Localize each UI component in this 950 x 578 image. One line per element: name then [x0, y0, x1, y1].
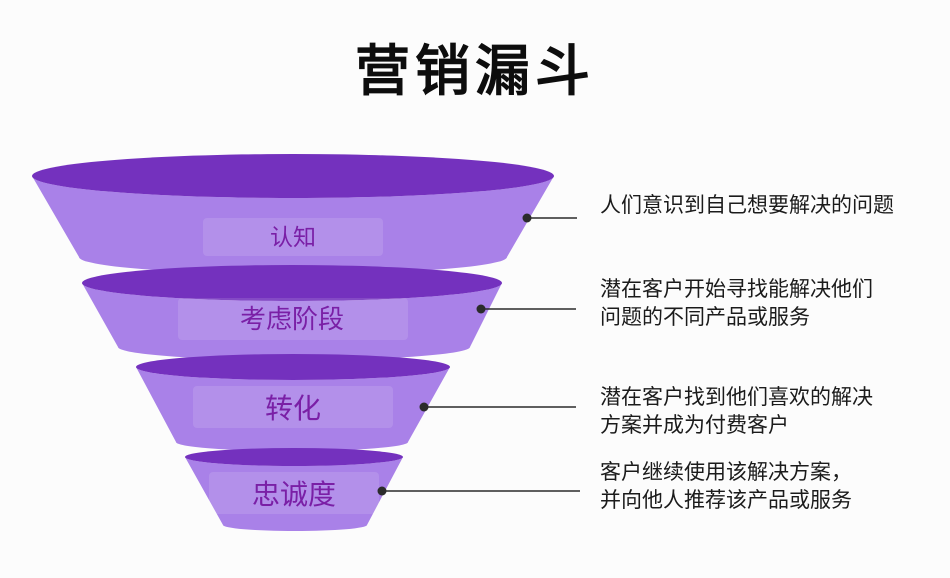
label-highlight: [209, 472, 379, 514]
funnel-segment-awareness: 认知: [32, 154, 577, 274]
connector-dot: [377, 486, 387, 496]
label-highlight: [203, 218, 383, 256]
connector-dot: [476, 304, 486, 314]
description-line: 潜在客户开始寻找能解决他们: [600, 277, 873, 301]
funnel-segment-top: [136, 354, 450, 380]
funnel-segment-conversion: 转化: [136, 354, 576, 451]
label-highlight: [178, 298, 408, 340]
description-loyalty: 客户继续使用该解决方案， 并向他人推荐该产品或服务: [600, 458, 945, 514]
funnel-label-awareness: 认知: [270, 225, 316, 251]
funnel-segment-loyalty: 忠诚度: [185, 448, 580, 531]
funnel-segment-top: [185, 448, 403, 466]
funnel-segment-consideration: 考虑阶段: [82, 265, 576, 360]
funnel-segment-body: [185, 457, 403, 531]
funnel-segment-top: [82, 265, 502, 301]
description-line: 客户继续使用该解决方案，: [600, 460, 852, 484]
funnel-label-conversion: 转化: [265, 392, 321, 425]
description-line: 潜在客户找到他们喜欢的解决: [600, 385, 873, 409]
description-conversion: 潜在客户找到他们喜欢的解决 方案并成为付费客户: [600, 383, 945, 439]
description-line: 方案并成为付费客户: [600, 413, 789, 437]
description-line: 人们意识到自己想要解决的问题: [600, 193, 894, 217]
connector-dot: [522, 213, 532, 223]
funnel-segment-body: [82, 283, 502, 360]
funnel-segment-body: [32, 176, 554, 274]
funnel-segment-body: [136, 367, 450, 451]
description-awareness: 人们意识到自己想要解决的问题: [600, 191, 945, 219]
funnel-label-consideration: 考虑阶段: [240, 305, 344, 335]
description-consideration: 潜在客户开始寻找能解决他们 问题的不同产品或服务: [600, 275, 945, 331]
description-line: 问题的不同产品或服务: [600, 305, 810, 329]
connector-dot: [419, 402, 429, 412]
label-highlight: [193, 386, 393, 428]
description-line: 并向他人推荐该产品或服务: [600, 488, 852, 512]
page-title: 营销漏斗: [354, 39, 595, 103]
funnel-label-loyalty: 忠诚度: [252, 478, 336, 511]
funnel-segment-top: [32, 154, 554, 198]
